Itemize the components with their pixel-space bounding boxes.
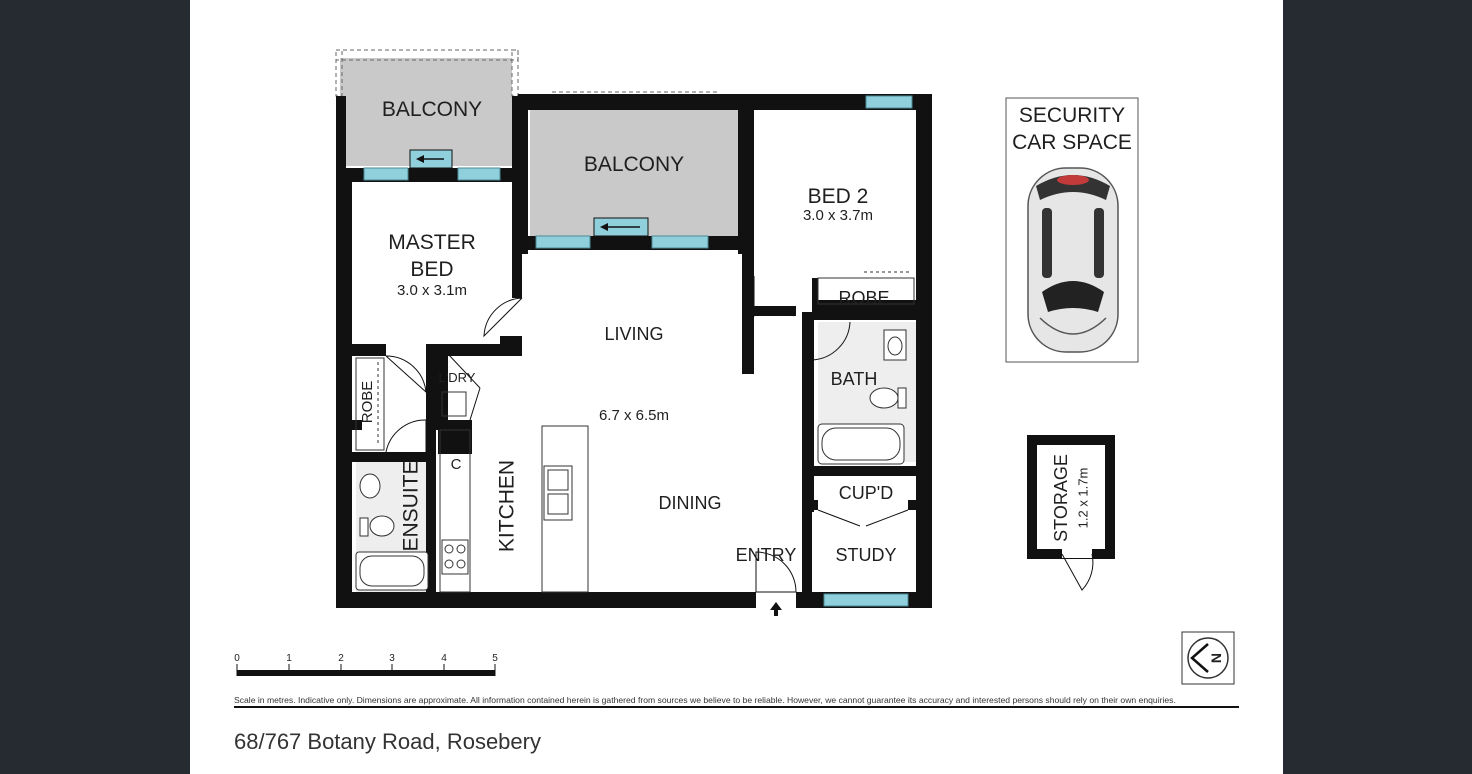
bath-fixtures: [355, 329, 907, 591]
label-entry: ENTRY: [736, 545, 797, 565]
balcony-master: [335, 49, 519, 166]
robe-rails: [355, 271, 915, 451]
balcony-living: [530, 91, 738, 236]
scale-bar: 0 1 2 3 4 5: [234, 653, 498, 676]
label-robe-bed2: ROBE: [838, 288, 889, 308]
floor-plan: BALCONY BALCONY MASTER BED 3.0 x 3.1m BE…: [234, 49, 1239, 708]
label-master-bed-1: MASTER: [388, 231, 476, 254]
label-living-dims: 6.7 x 6.5m: [599, 407, 669, 424]
scale-tick-0: 0: [234, 653, 240, 664]
compass-letter: N: [1208, 653, 1224, 663]
label-bed2: BED 2: [808, 185, 869, 208]
property-address: 68/767 Botany Road, Rosebery: [234, 729, 541, 754]
storage-unit: [1027, 435, 1115, 591]
scale-tick-5: 5: [492, 653, 498, 664]
label-cupboard: CUP'D: [839, 483, 893, 503]
label-cupboard-c: C: [451, 456, 462, 473]
label-robe-master: ROBE: [359, 381, 376, 424]
label-balcony-living: BALCONY: [584, 153, 684, 176]
label-balcony-master: BALCONY: [382, 98, 482, 121]
label-living: LIVING: [604, 324, 663, 344]
car-icon: [1027, 167, 1119, 353]
label-master-bed-2: BED: [410, 258, 453, 281]
label-car-space-2: CAR SPACE: [1012, 131, 1132, 154]
label-laundry: L'DRY: [439, 370, 476, 385]
label-storage-dims: 1.2 x 1.7m: [1075, 468, 1090, 529]
label-car-space-1: SECURITY: [1019, 104, 1125, 127]
scale-tick-3: 3: [389, 653, 395, 664]
label-ensuite: ENSUITE: [400, 460, 423, 551]
label-study: STUDY: [835, 545, 896, 565]
windows: [363, 95, 913, 607]
north-compass-icon: N: [1181, 631, 1235, 685]
floor-plan-sheet: BALCONY BALCONY MASTER BED 3.0 x 3.1m BE…: [190, 0, 1283, 774]
door-swings: [385, 276, 909, 593]
label-master-bed-dims: 3.0 x 3.1m: [397, 282, 467, 299]
label-storage: STORAGE: [1051, 454, 1071, 542]
car-space: [1005, 97, 1139, 363]
scale-tick-2: 2: [338, 653, 344, 664]
label-bath: BATH: [831, 369, 878, 389]
label-kitchen: KITCHEN: [496, 460, 519, 552]
label-bed2-dims: 3.0 x 3.7m: [803, 207, 873, 224]
entry-arrow-icon: [770, 602, 782, 616]
scale-tick-1: 1: [286, 653, 292, 664]
disclaimer-text: Scale in metres. Indicative only. Dimens…: [234, 695, 1176, 705]
sliding-doors: [409, 149, 649, 237]
scale-tick-4: 4: [441, 653, 447, 664]
label-dining: DINING: [659, 493, 722, 513]
kitchen-fixtures: [439, 391, 589, 593]
